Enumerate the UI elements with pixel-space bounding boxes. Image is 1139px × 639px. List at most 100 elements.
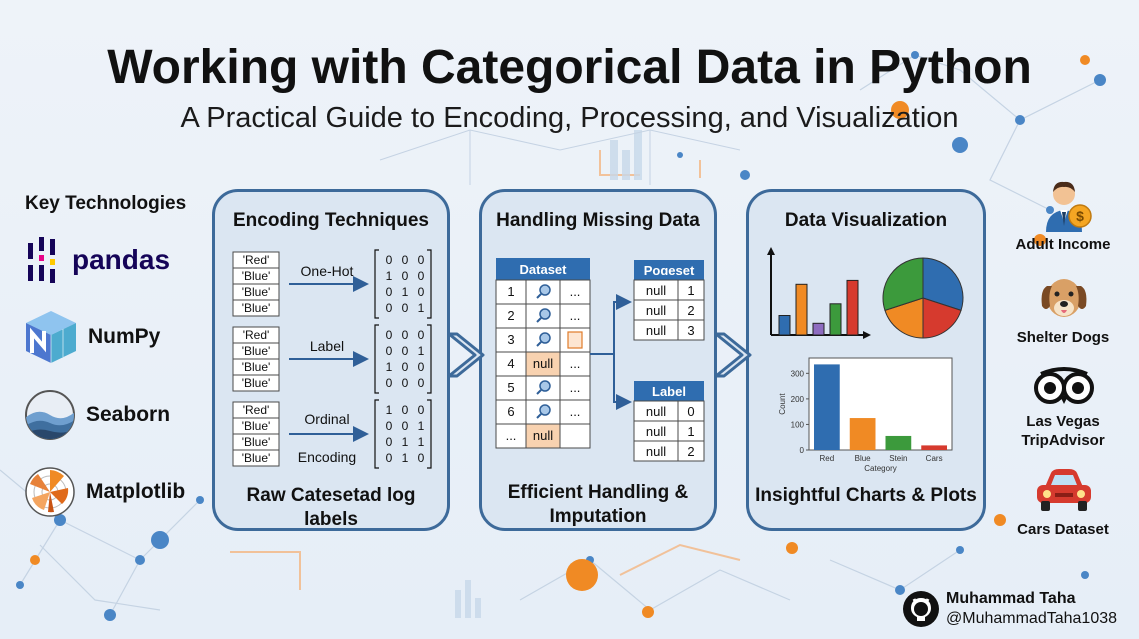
dataset-cell xyxy=(559,303,591,329)
matrix-value: 0 xyxy=(386,451,393,465)
matrix-value: 0 xyxy=(386,253,393,267)
result-cell-text: 0 xyxy=(687,404,694,419)
tech-numpy: NumPy xyxy=(24,309,160,365)
encoding-method-label: Label xyxy=(310,338,344,354)
encoding-method-label: Ordinal xyxy=(304,411,349,427)
dataset-cell xyxy=(525,423,561,449)
result-cell-text: null xyxy=(646,444,666,459)
dataset-cell-text: ... xyxy=(506,428,517,443)
pie-slice xyxy=(884,297,924,339)
magnifier-handle xyxy=(536,341,542,347)
matrix-bracket-right xyxy=(427,399,432,469)
dataset-cell xyxy=(495,279,527,305)
matrix-value: 0 xyxy=(386,328,393,342)
x-tick-label: Stein xyxy=(889,454,907,463)
matrix-value: 1 xyxy=(418,435,425,449)
input-label: 'Blue' xyxy=(242,451,271,465)
result-cell-text: null xyxy=(646,404,666,419)
mini-bar xyxy=(829,303,842,336)
result-table-header xyxy=(634,260,704,280)
owl-icon xyxy=(1034,367,1094,404)
dataset-cell-text: ... xyxy=(570,356,581,371)
github-icon[interactable] xyxy=(902,590,940,628)
y-tick-label: 300 xyxy=(791,369,805,378)
missing-footer: Efficient Handling & Imputation xyxy=(482,481,714,529)
matrix-bracket-left xyxy=(374,399,379,469)
magnifier-handle xyxy=(536,413,542,419)
matrix-value: 0 xyxy=(418,403,425,417)
magnifier-handle xyxy=(536,317,542,323)
car-icon xyxy=(1037,469,1091,511)
mini-bar xyxy=(846,279,859,336)
encoding-footer-line2: labels xyxy=(304,509,358,530)
encoding-panel: Encoding Techniques 'Red''Blue''Blue''Bl… xyxy=(212,189,450,531)
matrix-value: 0 xyxy=(402,360,409,374)
x-tick-label: Cars xyxy=(926,454,943,463)
missing-footer-line2: Imputation xyxy=(549,506,647,527)
matrix-bracket-right xyxy=(427,324,432,394)
tech-label-numpy: NumPy xyxy=(88,325,161,348)
magnifier-handle xyxy=(536,389,542,395)
matrix-value: 0 xyxy=(418,451,425,465)
y-tick-label: 0 xyxy=(800,446,805,455)
tech-matplotlib: Matplotlib xyxy=(24,466,185,518)
dataset-cell xyxy=(559,351,591,377)
dataset-cell-text: ... xyxy=(570,284,581,299)
tech-label-matplotlib: Matplotlib xyxy=(86,480,186,503)
matrix-value: 0 xyxy=(402,301,409,315)
matrix-value: 0 xyxy=(402,419,409,433)
input-label: 'Blue' xyxy=(242,376,271,390)
matrix-value: 0 xyxy=(418,285,425,299)
page-subtitle: A Practical Guide to Encoding, Processin… xyxy=(180,102,959,134)
missing-footer-line1: Efficient Handling & xyxy=(507,482,689,503)
y-tick-label: 200 xyxy=(791,395,805,404)
input-label: 'Blue' xyxy=(242,360,271,374)
input-label: 'Blue' xyxy=(242,435,271,449)
encoding-method-label: One-Hot xyxy=(301,263,354,279)
input-label: 'Blue' xyxy=(242,285,271,299)
y-tick-label: 100 xyxy=(791,420,805,429)
pie-slice xyxy=(882,257,924,311)
input-label: 'Blue' xyxy=(242,269,271,283)
result-table-header-label: Label xyxy=(652,384,686,399)
matrix-value: 0 xyxy=(418,376,425,390)
y-axis-label: Count xyxy=(778,393,787,415)
dataset-cell xyxy=(559,279,591,305)
dataset-cell-text: 6 xyxy=(507,404,514,419)
author-name: Muhammad Taha xyxy=(946,590,1076,607)
dataset-las-vegas-line2: TripAdvisor xyxy=(1021,432,1105,449)
encoding-footer-line1: Raw Catesetad log xyxy=(246,485,416,506)
dataset-shelter-dogs: Shelter Dogs xyxy=(1016,329,1110,346)
matrix-value: 1 xyxy=(386,360,393,374)
input-label: 'Blue' xyxy=(242,419,271,433)
person-money-icon: $ xyxy=(1046,181,1092,232)
dataset-cell-text: null xyxy=(533,356,553,371)
tech-pandas: pandas xyxy=(24,235,170,285)
result-cell-text: null xyxy=(646,303,666,318)
matrix-value: 0 xyxy=(418,328,425,342)
matrix-value: 1 xyxy=(418,301,425,315)
dataset-cell-text: 4 xyxy=(507,356,514,371)
seaborn-icon xyxy=(25,390,75,440)
author-handle[interactable]: @MuhammadTaha1038 xyxy=(946,610,1118,627)
result-cell-text: null xyxy=(646,283,666,298)
dataset-cell-text: null xyxy=(533,428,553,443)
matrix-value: 0 xyxy=(402,328,409,342)
chart-bar xyxy=(814,364,840,450)
encoding-footer: Raw Catesetad log labels xyxy=(215,484,447,532)
matrix-bracket-left xyxy=(374,249,379,319)
matrix-value: 1 xyxy=(418,344,425,358)
mini-bar xyxy=(812,322,825,336)
magnifier-icon xyxy=(539,308,551,320)
mini-bar xyxy=(778,315,791,336)
dataset-cell-text: 5 xyxy=(507,380,514,395)
matrix-value: 0 xyxy=(386,435,393,449)
mini-bar xyxy=(795,283,808,336)
magnifier-handle xyxy=(536,293,542,299)
dataset-cell xyxy=(559,423,591,449)
dataset-cell xyxy=(559,375,591,401)
author-block: Muhammad Taha @MuhammadTaha1038 xyxy=(946,589,1117,629)
